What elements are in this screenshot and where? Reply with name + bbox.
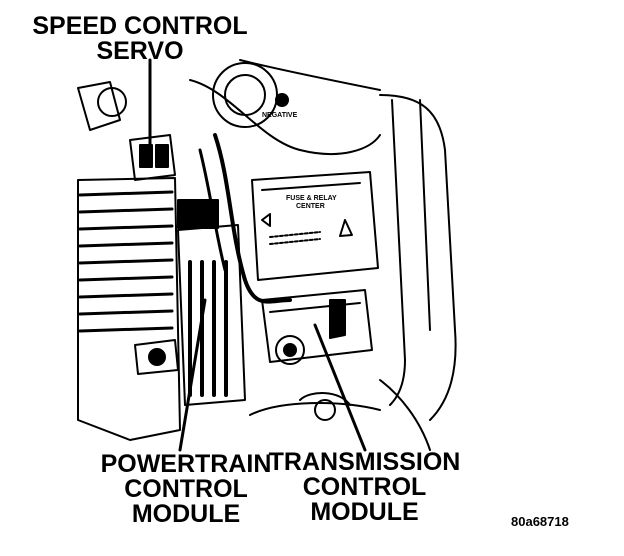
tcm-label-line-2: CONTROL bbox=[302, 473, 427, 501]
figure-id: 80a68718 bbox=[511, 514, 569, 529]
pcm-label-line-3: MODULE bbox=[131, 500, 241, 528]
fender-edge bbox=[419, 99, 431, 331]
transmission-control-module-label: TRANSMISSION CONTROL MODULE bbox=[262, 450, 467, 525]
tcm-label-line-3: MODULE bbox=[310, 498, 419, 526]
fuse-box-title-1: FUSE & RELAY bbox=[286, 195, 337, 202]
upper-panel bbox=[189, 79, 381, 156]
pcm-label-line-1: POWERTRAIN bbox=[100, 450, 272, 478]
pcm-ribs bbox=[188, 260, 228, 397]
fender-outline bbox=[379, 94, 457, 421]
left-bracket bbox=[77, 81, 121, 131]
speed-control-servo-label: SPEED CONTROL SERVO bbox=[30, 14, 250, 64]
fender-inner bbox=[389, 99, 406, 406]
hood-curve bbox=[239, 59, 381, 91]
wiring-harness bbox=[213, 133, 292, 304]
fuse-box-title-2: CENTER bbox=[296, 203, 325, 210]
speed-control-servo-body bbox=[129, 134, 176, 181]
powertrain-control-module-label: POWERTRAIN CONTROL MODULE bbox=[86, 452, 286, 527]
speed-label-line-1: SPEED CONTROL bbox=[32, 12, 248, 40]
leader-pcm bbox=[178, 298, 207, 452]
fuse-relay-center bbox=[251, 171, 379, 281]
air-box bbox=[77, 177, 181, 441]
reservoir-cap bbox=[212, 62, 278, 128]
transmission-control-module bbox=[261, 289, 373, 363]
tcm-label-line-1: TRANSMISSION bbox=[268, 448, 461, 476]
grille-lines bbox=[78, 190, 174, 333]
battery-negative-label: NEGATIVE bbox=[262, 112, 298, 119]
pcm-label-line-2: CONTROL bbox=[124, 475, 248, 503]
speed-label-line-2: SERVO bbox=[96, 37, 184, 65]
leader-tcm bbox=[313, 323, 367, 452]
